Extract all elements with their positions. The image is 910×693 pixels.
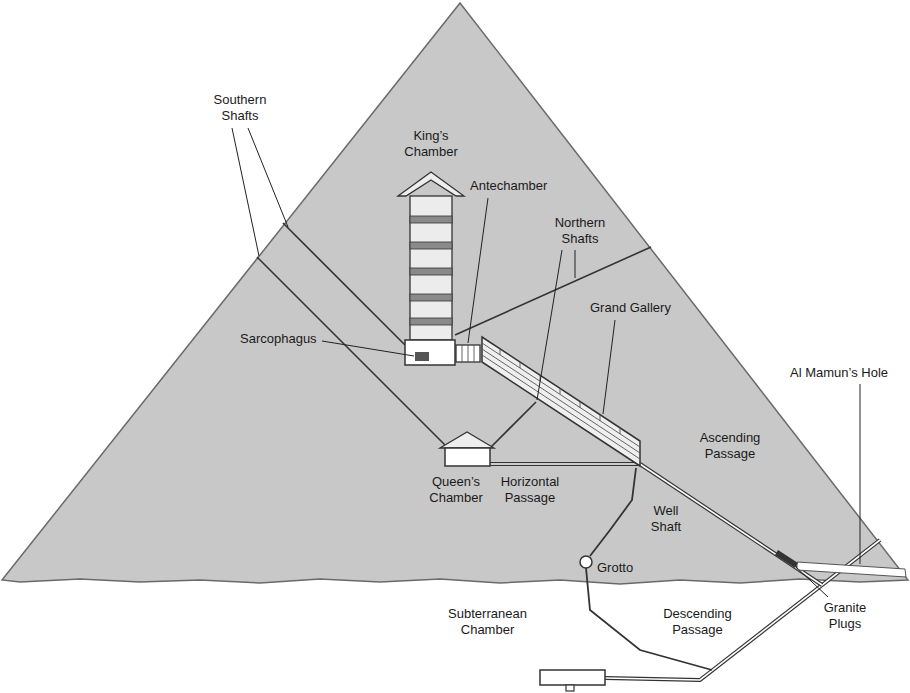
al-mamun-tunnel: [797, 562, 906, 577]
kings-chamber-room: [405, 340, 455, 365]
part-label: Subterranean Chamber: [440, 606, 535, 638]
part-label: Granite Plugs: [815, 600, 875, 632]
leader-line: [575, 250, 576, 278]
part-label: Grotto: [597, 560, 633, 576]
gallery-corbel-line: [482, 355, 640, 459]
gallery-corbel-line: [482, 343, 640, 447]
descending-passage: [605, 540, 880, 680]
leader-line: [468, 198, 488, 343]
granite-plugs: [775, 550, 798, 568]
queens-chamber-room: [445, 448, 490, 466]
part-label: Queen’s Chamber: [425, 474, 487, 506]
part-label: Sarcophagus: [240, 331, 317, 347]
part-label: Well Shaft: [645, 503, 687, 535]
leader-line: [860, 384, 861, 564]
part-label: King’s Chamber: [400, 128, 462, 160]
leader-lines: [232, 128, 860, 597]
leader-line: [603, 320, 615, 414]
granite-beam: [410, 268, 452, 275]
part-label: Horizontal Passage: [490, 474, 570, 506]
queens-northern-shaft: [490, 402, 536, 448]
granite-beam: [410, 216, 452, 223]
part-label: Ascending Passage: [690, 430, 770, 462]
antechamber-portcullis: [462, 345, 474, 362]
horizontal-passage-inner: [490, 463, 640, 465]
ascending-passage: [640, 464, 822, 585]
leader-line: [232, 128, 259, 256]
granite-beam: [410, 242, 452, 249]
part-label: Antechamber: [470, 178, 547, 194]
leader-line: [537, 250, 562, 400]
kings-southern-shaft: [283, 223, 405, 345]
granite-beam: [410, 318, 452, 325]
part-label: Descending Passage: [655, 606, 740, 638]
subterranean-chamber-room: [540, 670, 605, 685]
relieving-chambers: [410, 196, 452, 340]
leader-line: [248, 128, 288, 227]
gable-roof: [398, 172, 464, 196]
leader-line: [796, 567, 828, 597]
pyramid-body: [2, 3, 908, 584]
gallery-hatching: [500, 349, 620, 434]
ascending-passage-inner: [640, 464, 822, 585]
antechamber-room: [456, 345, 480, 362]
kings-northern-shaft: [455, 247, 651, 335]
part-label: Grand Gallery: [590, 300, 671, 316]
granite-beam: [410, 294, 452, 301]
well-shaft: [586, 468, 712, 670]
part-label: Al Mamun’s Hole: [790, 365, 888, 381]
leader-line: [322, 341, 414, 356]
gallery-corbel-line: [482, 349, 640, 453]
sarcophagus: [415, 352, 429, 361]
horizontal-passage: [490, 462, 640, 466]
grotto-cavity: [580, 556, 592, 568]
grand-gallery: [482, 337, 640, 466]
queens-gable: [440, 432, 494, 448]
descending-passage-inner: [605, 540, 880, 680]
part-label: Southern Shafts: [205, 92, 275, 124]
part-label: Northern Shafts: [545, 215, 615, 247]
subterranean-pit: [566, 685, 574, 691]
